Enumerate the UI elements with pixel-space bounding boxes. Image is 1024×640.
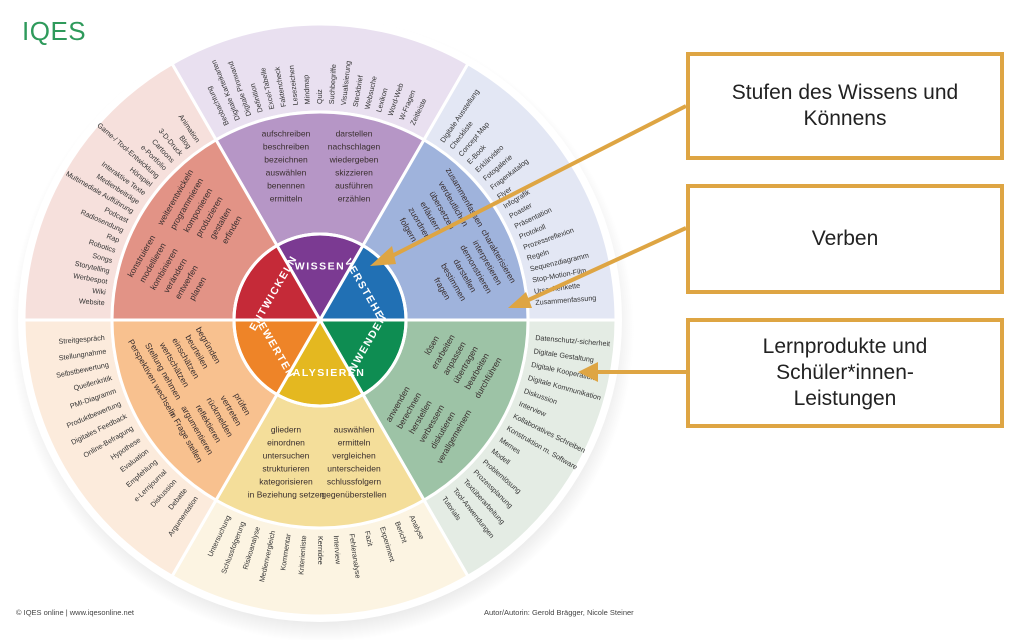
product-item: Kriterienliste <box>296 535 308 575</box>
arrow-stufen <box>387 104 687 260</box>
verb-item: skizzieren <box>335 167 373 177</box>
verb-item: auswählen <box>266 167 307 177</box>
callout-stufen-line-1: Stufen des Wissens und <box>731 81 959 104</box>
verb-item: gliedern <box>271 424 302 434</box>
verb-item: beschreiben <box>263 141 310 151</box>
verb-item: schlussfolgern <box>327 476 382 486</box>
verb-item: benennen <box>267 180 305 190</box>
callout-verben: Verben <box>686 184 1004 294</box>
hub-label-analysieren: ANALYSIEREN <box>275 367 366 379</box>
product-item: Mindmap <box>301 75 312 105</box>
verb-item: vergleichen <box>332 450 376 460</box>
verb-item: kategorisieren <box>259 476 313 486</box>
callout-lernprodukte-line-3: Leistungen <box>793 387 897 410</box>
verb-item: ausführen <box>335 180 373 190</box>
product-item: Website <box>79 296 105 307</box>
callout-lernprodukte-line-1: Lernprodukte und <box>762 335 928 358</box>
product-item: Kernidee <box>316 536 325 565</box>
verb-item: ermitteln <box>270 193 303 203</box>
verb-item: strukturieren <box>262 463 310 473</box>
product-item: Fazit <box>363 530 375 547</box>
product-item: Lesezeichen <box>287 65 300 106</box>
arrow-head-verben <box>508 292 532 308</box>
footer-authors: Autor/Autorin: Gerold Brägger, Nicole St… <box>484 608 634 617</box>
verb-item: erzählen <box>338 193 371 203</box>
product-item: Interview <box>332 535 343 565</box>
arrow-verben <box>523 226 687 304</box>
arrow-head-stufen <box>370 246 396 266</box>
callout-verben-line-1: Verben <box>811 227 879 250</box>
footer-copyright: © IQES online | www.iqesonline.net <box>16 608 134 617</box>
product-item: Streitgespräch <box>58 333 105 346</box>
product-item: Quiz <box>315 89 324 104</box>
product-item: Rap <box>105 231 121 244</box>
verb-item: in Beziehung setzen <box>248 489 325 499</box>
verbs-ring: aufschreiben beschreiben bezeichnen auswähl… <box>110 110 530 530</box>
verb-item: einordnen <box>267 437 305 447</box>
callout-arrows <box>370 104 687 382</box>
verb-item: unterscheiden <box>327 463 381 473</box>
verb-item: auswählen <box>334 424 375 434</box>
verb-item: bezeichnen <box>264 154 308 164</box>
hub-label-wissen: WISSEN <box>295 260 345 272</box>
callout-stufen-line-2: Könnens <box>803 107 887 130</box>
hub-border <box>232 232 408 408</box>
product-item: Suchbegriffe <box>327 64 338 105</box>
callout-lernprodukte: Lernprodukte und Schüler*innen- Leistung… <box>686 318 1004 428</box>
verb-item: ermitteln <box>338 437 371 447</box>
callout-stufen: Stufen des Wissens und Könnens <box>686 52 1004 160</box>
iqes-logo: IQES <box>22 16 87 46</box>
verb-item: darstellen <box>336 128 373 138</box>
verb-item: gegenüberstellen <box>321 489 386 499</box>
product-item: Wiki <box>92 286 107 297</box>
verb-item: nachschlagen <box>328 141 381 151</box>
arrow-head-lernprodukte <box>578 362 598 382</box>
verb-item: wiedergeben <box>329 154 379 164</box>
verb-item: untersuchen <box>263 450 310 460</box>
verb-item: aufschreiben <box>262 128 311 138</box>
callout-lernprodukte-line-2: Schüler*innen- <box>776 361 914 384</box>
